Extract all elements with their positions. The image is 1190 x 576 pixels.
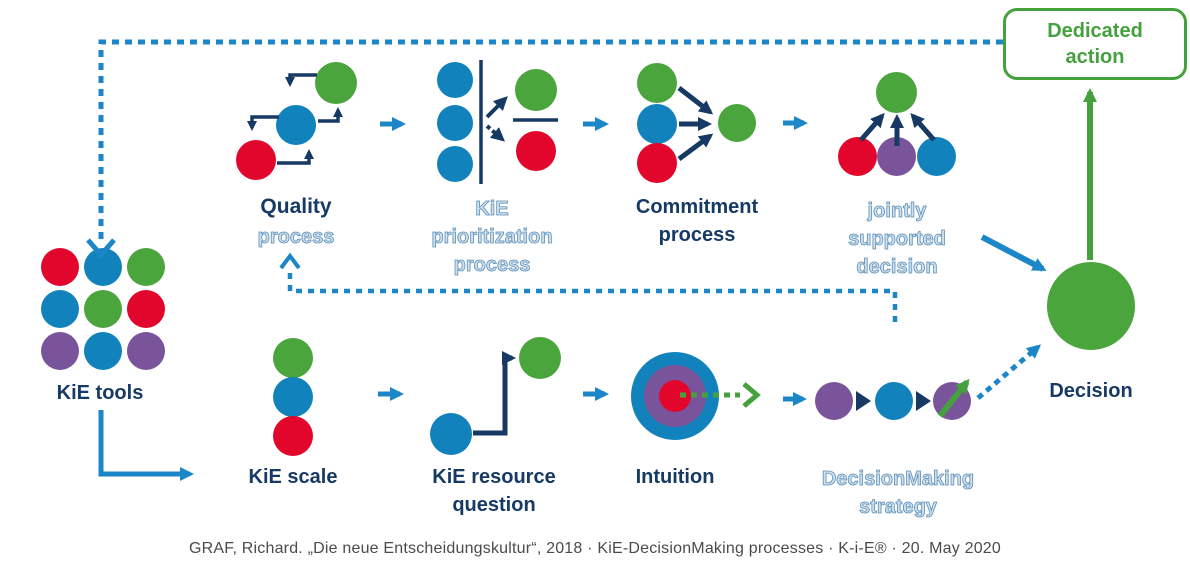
quality-circle-green [315, 62, 357, 104]
prioritization-upper-option [515, 69, 557, 111]
source-caption: GRAF, Richard. „Die neue Entscheidungsku… [189, 540, 1001, 557]
commitment-result-circle [718, 104, 756, 142]
prioritization-stack-circle [437, 105, 473, 141]
kie-tools-label: KiE tools [56, 382, 144, 404]
arrow-quality-green-to-blue [285, 73, 317, 87]
arrow-processes-to-decision [980, 234, 1047, 272]
dedicated-action-box: Dedicated action [1003, 8, 1187, 80]
decision-label: Decision [1049, 380, 1133, 402]
scale-circle-blue [273, 377, 313, 417]
decision-circle [1047, 262, 1135, 350]
commitment-label-line2: process [658, 224, 736, 246]
quality-process-title: Quality [260, 195, 332, 218]
kie-tools-circle [41, 248, 79, 286]
quality-circle-blue [276, 105, 316, 145]
arrow-quality-blue-to-red [247, 115, 279, 131]
arrow-support-red [859, 112, 885, 142]
resource-label-line1: KiE resource [432, 466, 556, 488]
resource-result-circle [519, 337, 561, 379]
kie-tools-circle [84, 248, 122, 286]
prioritization-label-line2: prioritization [431, 226, 553, 249]
kie-tools-circle [127, 332, 165, 370]
arrow-support-blue [910, 112, 936, 142]
arrow-quality-blue-to-green [318, 107, 343, 123]
prioritization-stack-circle [437, 62, 473, 98]
prioritization-label-line1: KiE [475, 198, 509, 221]
supported-result-circle [876, 72, 917, 113]
dedicated-action-line1: Dedicated [1047, 20, 1143, 42]
strategy-chevron-2 [916, 391, 931, 411]
arrow-tools-to-scale [98, 410, 194, 481]
strategy-circle-2 [875, 382, 913, 420]
kie-tools-circle [41, 290, 79, 328]
commitment-label-line1: Commitment [635, 196, 759, 218]
supported-label-line3: decision [856, 256, 938, 279]
supported-circle-red [838, 137, 877, 176]
arrow-prioritize-down-dotted [485, 124, 506, 142]
feedback-line-to-quality-process [287, 268, 898, 322]
quality-process-subtitle: process [257, 226, 335, 249]
supported-circle-purple [877, 137, 916, 176]
arrow-commit-red [677, 133, 714, 162]
dedicated-action-line2: action [1065, 46, 1125, 68]
commitment-circle-red [637, 143, 677, 183]
intuition-label: Intuition [635, 466, 715, 488]
arrow-quality-red-to-blue [277, 149, 314, 165]
arrow-resource-elbow [473, 351, 516, 436]
supported-label-line2: supported [848, 228, 947, 251]
strategy-label-line1: DecisionMaking [821, 468, 975, 491]
scale-circle-red [273, 416, 313, 456]
kie-tools-circle [84, 290, 122, 328]
supported-circle-blue [917, 137, 956, 176]
quality-circle-red [236, 140, 276, 180]
resource-label-line2: question [452, 494, 536, 516]
strategy-circle-3 [933, 382, 971, 420]
strategy-circle-1 [815, 382, 853, 420]
prioritization-stack-circle [437, 146, 473, 182]
arrow-commit-green [677, 86, 714, 115]
resource-start-circle [430, 413, 472, 455]
kie-tools-circle [41, 332, 79, 370]
arrow-prioritize-up [485, 96, 508, 119]
kie-tools-circle [127, 248, 165, 286]
chevron-up-icon [279, 252, 301, 270]
kie-scale-label: KiE scale [248, 466, 338, 488]
strategy-chevron-1 [856, 391, 871, 411]
scale-circle-green [273, 338, 313, 378]
kie-tools-circle [84, 332, 122, 370]
kie-tools-circle [127, 290, 165, 328]
supported-label-line1: jointly [867, 200, 927, 223]
commitment-circle-green [637, 63, 677, 103]
prioritization-lower-option [516, 131, 556, 171]
commitment-circle-blue [637, 104, 677, 144]
chevron-right-icon [742, 382, 761, 408]
strategy-label-line2: strategy [859, 496, 938, 519]
intuition-ring-center [659, 380, 691, 412]
prioritization-label-line3: process [453, 254, 531, 277]
